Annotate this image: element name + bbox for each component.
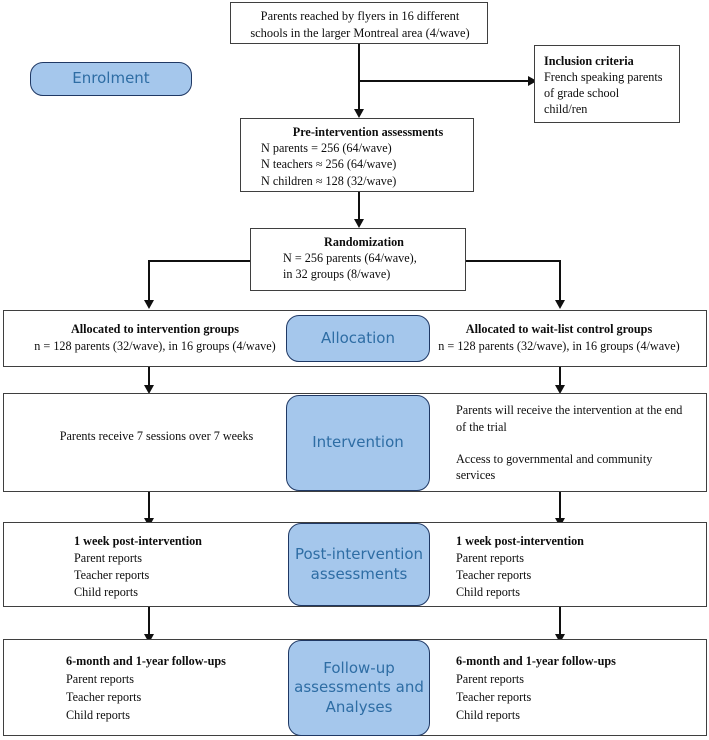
stage-post-intervention-text: Post-intervention assessments	[295, 545, 423, 584]
randomization-title: Randomization	[324, 235, 404, 249]
arrowhead-randomization-left	[144, 300, 154, 309]
connector-randomization-left-down	[148, 260, 150, 302]
pre-assessment-title: Pre-intervention assessments	[292, 125, 444, 139]
arrowhead-post-left	[144, 634, 154, 643]
followup-right-line-1: Parent reports	[456, 672, 525, 687]
followup-left-line-1: Parent reports	[66, 672, 135, 687]
stage-label-post-intervention: Post-intervention assessments	[288, 523, 430, 606]
connector-randomization-right	[466, 260, 561, 262]
post-right-title: 1 week post-intervention	[456, 534, 584, 548]
stage-followup-line-3: Analyses	[325, 697, 393, 716]
allocation-left-line-1: n = 128 parents (32/wave), in 16 groups …	[34, 338, 276, 353]
allocation-left-text: Allocated to intervention groups n = 128…	[10, 321, 300, 355]
post-left-line-2: Teacher reports	[74, 568, 150, 583]
pre-assessment-line-3: N children ≈ 128 (32/wave)	[261, 173, 397, 188]
inclusion-line-1: French speaking parents	[544, 70, 663, 85]
box-randomization: Randomization N = 256 parents (64/wave),…	[250, 228, 466, 291]
followup-left-line-2: Teacher reports	[66, 690, 142, 705]
recruitment-text: Parents reached by flyers in 16 differen…	[231, 8, 489, 42]
post-left-title: 1 week post-intervention	[74, 534, 202, 548]
intervention-right-text: Parents will receive the intervention at…	[456, 402, 704, 484]
connector-post-right-down	[559, 607, 561, 639]
randomization-text: Randomization N = 256 parents (64/wave),…	[283, 234, 467, 283]
followup-right-text: 6-month and 1-year follow-ups Parent rep…	[456, 652, 701, 724]
post-right-line-3: Child reports	[456, 585, 520, 600]
connector-recruitment-down	[358, 44, 360, 110]
box-recruitment: Parents reached by flyers in 16 differen…	[230, 2, 488, 44]
intervention-right-spacer	[456, 436, 704, 451]
connector-alloc-left-down	[148, 367, 150, 389]
stage-followup-line-2: assessments and	[294, 678, 424, 697]
arrowhead-post-right	[555, 634, 565, 643]
randomization-line-1: N = 256 parents (64/wave),	[283, 251, 417, 266]
recruitment-line-2: schools in the larger Montreal area (4/w…	[250, 26, 470, 41]
connector-interv-left-down	[148, 492, 150, 522]
box-pre-intervention-assessments: Pre-intervention assessments N parents =…	[240, 118, 474, 192]
allocation-left-title: Allocated to intervention groups	[70, 322, 240, 336]
allocation-right-line-1: n = 128 parents (32/wave), in 16 groups …	[438, 338, 680, 353]
connector-pre-to-randomization	[358, 192, 360, 220]
stage-post-line-2: assessments	[310, 564, 408, 583]
intervention-right-line-4: services	[456, 468, 496, 483]
connector-to-inclusion	[358, 80, 530, 82]
stage-post-line-1: Post-intervention	[294, 545, 424, 563]
followup-left-text: 6-month and 1-year follow-ups Parent rep…	[66, 652, 306, 724]
pre-assessment-line-1: N parents = 256 (64/wave)	[261, 141, 392, 156]
stage-followup-line-1: Follow-up	[323, 658, 395, 677]
stage-label-intervention: Intervention	[286, 395, 430, 491]
pre-assessment-line-2: N teachers ≈ 256 (64/wave)	[261, 157, 397, 172]
connector-alloc-right-down	[559, 367, 561, 389]
arrowhead-to-inclusion	[528, 76, 537, 86]
inclusion-line-3: child/ren	[544, 102, 588, 117]
box-inclusion-criteria: Inclusion criteria French speaking paren…	[534, 45, 680, 123]
post-left-text: 1 week post-intervention Parent reports …	[74, 533, 304, 601]
stage-label-allocation: Allocation	[286, 315, 430, 362]
pre-assessment-text: Pre-intervention assessments N parents =…	[261, 124, 475, 189]
intervention-right-line-2: of the trial	[456, 419, 507, 434]
inclusion-line-2: of grade school	[544, 86, 620, 101]
intervention-right-line-3: Access to governmental and community	[456, 451, 653, 466]
recruitment-line-1: Parents reached by flyers in 16 differen…	[260, 9, 460, 23]
post-right-text: 1 week post-intervention Parent reports …	[456, 533, 691, 601]
post-right-line-1: Parent reports	[456, 551, 525, 566]
post-left-line-3: Child reports	[74, 585, 138, 600]
stage-allocation-text: Allocation	[321, 328, 395, 347]
arrowhead-randomization-right	[555, 300, 565, 309]
arrowhead-to-randomization	[354, 219, 364, 228]
connector-interv-right-down	[559, 492, 561, 522]
arrowhead-to-pre-assessment	[354, 109, 364, 118]
stage-label-enrolment: Enrolment	[30, 62, 192, 96]
followup-right-title: 6-month and 1-year follow-ups	[456, 654, 616, 668]
arrowhead-alloc-right	[555, 385, 565, 394]
post-left-line-1: Parent reports	[74, 551, 143, 566]
connector-post-left-down	[148, 607, 150, 639]
stage-followup-text: Follow-up assessments and Analyses	[294, 659, 424, 718]
allocation-right-text: Allocated to wait-list control groups n …	[414, 321, 704, 355]
intervention-left-line-1: Parents receive 7 sessions over 7 weeks	[59, 429, 254, 443]
stage-intervention-text: Intervention	[312, 433, 404, 452]
post-right-line-2: Teacher reports	[456, 568, 532, 583]
followup-right-line-3: Child reports	[456, 708, 520, 723]
intervention-left-text: Parents receive 7 sessions over 7 weeks	[14, 428, 299, 445]
inclusion-text: Inclusion criteria French speaking paren…	[544, 53, 678, 117]
followup-left-line-3: Child reports	[66, 708, 130, 723]
connector-randomization-left	[148, 260, 251, 262]
allocation-right-title: Allocated to wait-list control groups	[465, 322, 653, 336]
stage-label-followup: Follow-up assessments and Analyses	[288, 640, 430, 736]
stage-enrolment-text: Enrolment	[72, 69, 150, 88]
randomization-line-2: in 32 groups (8/wave)	[283, 267, 391, 282]
intervention-right-line-1: Parents will receive the intervention at…	[456, 403, 683, 417]
arrowhead-alloc-left	[144, 385, 154, 394]
followup-left-title: 6-month and 1-year follow-ups	[66, 654, 226, 668]
followup-right-line-2: Teacher reports	[456, 690, 532, 705]
connector-randomization-right-down	[559, 260, 561, 302]
inclusion-title: Inclusion criteria	[544, 54, 634, 68]
